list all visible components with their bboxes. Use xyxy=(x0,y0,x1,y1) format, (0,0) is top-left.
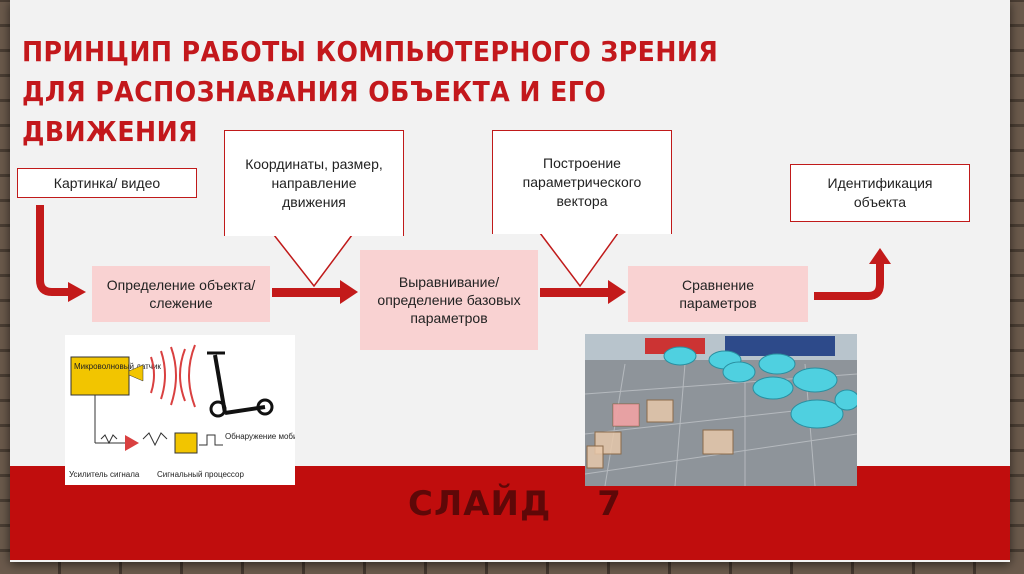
sensor-diagram-image: Микроволновый датчик Обнаружение мобильн… xyxy=(65,335,295,485)
compare-step: Сравнение параметров xyxy=(628,266,808,322)
arrow-detect-align-shaft xyxy=(272,288,342,297)
traffic-tracking-svg xyxy=(585,334,857,486)
arrow-identify-head xyxy=(869,248,891,264)
coords-box: Координаты, размер, направление движения xyxy=(224,130,404,236)
arrow-input-head xyxy=(68,282,86,302)
identify-box-label: Идентификация объекта xyxy=(827,175,933,210)
identify-box: Идентификация объекта xyxy=(790,164,970,222)
arrow-compare-to-identify xyxy=(814,262,884,300)
slide-number: 7 xyxy=(597,484,622,524)
traffic-tracking-image xyxy=(585,334,857,486)
sensor-label: Микроволновый датчик xyxy=(74,362,161,371)
arrow-detect-align-head xyxy=(340,280,358,304)
processor-label: Сигнальный процессор xyxy=(157,470,244,479)
align-step: Выравнивание/ определение базовых параме… xyxy=(360,250,538,350)
arrow-align-compare-head xyxy=(608,280,626,304)
arrow-input-to-detect xyxy=(36,205,70,296)
vector-box: Построение параметрического вектора xyxy=(492,130,672,234)
slide-footer: СЛАЙД 7 xyxy=(408,484,622,524)
detect-step: Определение объекта/слежение xyxy=(92,266,270,322)
slide-title: ПРИНЦИП РАБОТЫ КОМПЬЮТЕРНОГО ЗРЕНИЯ ДЛЯ … xyxy=(22,35,719,148)
amplifier-label: Усилитель сигнала xyxy=(69,470,140,479)
align-step-label: Выравнивание/ определение базовых параме… xyxy=(377,274,521,326)
arrow-align-compare-shaft xyxy=(540,288,610,297)
compare-step-label: Сравнение параметров xyxy=(679,277,757,311)
coords-box-label: Координаты, размер, направление движения xyxy=(245,156,383,210)
detection-label: Обнаружение мобильного сигнала xyxy=(225,432,295,441)
footer-label: СЛАЙД xyxy=(408,484,552,524)
vector-box-label: Построение параметрического вектора xyxy=(522,155,642,209)
coords-callout-pointer xyxy=(272,234,354,288)
input-box-label: Картинка/ видео xyxy=(53,174,161,191)
input-box: Картинка/ видео xyxy=(17,168,197,198)
detect-step-label: Определение объекта/слежение xyxy=(106,277,256,311)
vector-callout-pointer xyxy=(538,232,620,288)
sensor-diagram-svg: Микроволновый датчик Обнаружение мобильн… xyxy=(69,344,295,479)
